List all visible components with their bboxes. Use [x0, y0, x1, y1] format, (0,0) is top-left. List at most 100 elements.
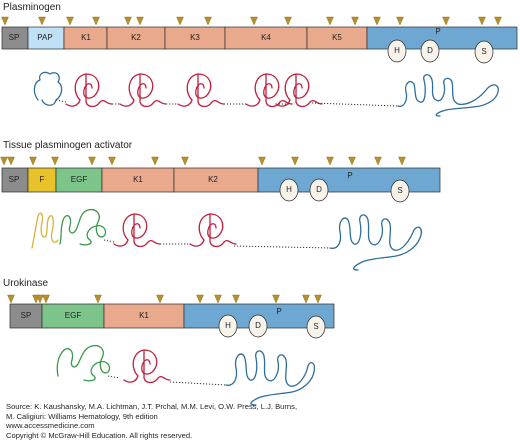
cleavage-marker-icon [326, 16, 334, 26]
kringle-loop [245, 73, 293, 108]
cleavage-marker-icon [204, 16, 212, 26]
catalytic-residue-s [474, 40, 494, 64]
catalytic-residue-d [248, 314, 268, 338]
domain-segment [173, 167, 259, 193]
cleavage-marker-icon [494, 16, 502, 26]
catalytic-label-h: H [286, 185, 292, 194]
catalytic-label-h: H [225, 321, 231, 330]
catalytic-label-h: H [394, 46, 400, 55]
cleavage-marker-icon [94, 294, 102, 304]
cleavage-marker-icon [42, 294, 50, 304]
cleavage-marker-icon [1, 16, 9, 26]
kringle-loop [119, 73, 167, 108]
domain-label-k2: K2 [131, 33, 141, 42]
linker-dots [169, 381, 227, 386]
domain-segment [103, 303, 185, 329]
finger-loop [31, 212, 59, 249]
linker-dots [311, 102, 399, 107]
cleavage-marker-icon [396, 16, 404, 26]
urokinase-panel: Urokinase SP EGF K1 P H D S [3, 278, 335, 406]
cleavage-marker-icon [156, 294, 164, 304]
kringle-loop [189, 213, 237, 248]
domain-segment [41, 303, 105, 329]
kringle-loops [65, 73, 323, 108]
linker-dots [103, 239, 115, 243]
cleavage-marker-icon [92, 16, 100, 26]
cleavage-marker-icon [442, 16, 450, 26]
domain-segment [1, 167, 29, 193]
cleavage-marker-icon [302, 294, 310, 304]
egf-loop [59, 208, 107, 246]
plasminogen-panel: Plasminogen SP PAP K1 K2 K3 K4 K5 P H D [1, 2, 518, 117]
tertiary-structure-loops [56, 344, 316, 406]
cleavage-marker-icon [214, 294, 222, 304]
domain-label-p: P [435, 27, 440, 36]
domain-label-p: P [347, 171, 352, 180]
tertiary-structure-loops [31, 208, 422, 271]
domain-label-k1: K1 [139, 311, 149, 320]
domain-label-egf: EGF [65, 311, 82, 320]
domain-label-sp: SP [9, 175, 20, 184]
cleavage-marker-icon [348, 156, 356, 166]
catalytic-label-d: D [255, 321, 261, 330]
linker-dots [107, 375, 121, 379]
cleavage-marker-icon [7, 156, 15, 166]
kringle-loop [275, 73, 323, 108]
domain-bar: SP F EGF K1 K2 P [1, 167, 441, 193]
catalytic-label-s: S [397, 186, 402, 195]
domain-label-sp: SP [21, 311, 32, 320]
cleavage-marker-icon [151, 156, 159, 166]
protease-loop [225, 350, 316, 406]
cleavage-marker-icon [374, 156, 382, 166]
domain-bar: SP PAP K1 K2 K3 K4 K5 P [1, 26, 518, 50]
domain-label-k5: K5 [332, 33, 342, 42]
cleavage-marker-icon [272, 294, 280, 304]
cleavage-marker-icon [373, 16, 381, 26]
catalytic-residues: H D S [279, 178, 410, 203]
kringle-loop [113, 213, 161, 248]
cleavage-marker-icon [181, 156, 189, 166]
catalytic-residue-d [420, 39, 440, 63]
domain-label-k1: K1 [81, 33, 91, 42]
domain-label-pap: PAP [37, 33, 52, 42]
domain-label-k3: K3 [190, 33, 200, 42]
cleavage-marker-icon [314, 294, 322, 304]
domain-label-egf: EGF [71, 175, 88, 184]
cleavage-markers [7, 294, 322, 304]
domain-segment [55, 167, 103, 193]
catalytic-residue-h [218, 314, 238, 338]
linker-dots [233, 245, 331, 249]
kringle-loops [113, 213, 237, 248]
protein-title: Urokinase [3, 278, 48, 289]
domain-segment [9, 303, 43, 329]
protease-loop [329, 214, 422, 271]
domain-label-p: P [276, 307, 281, 316]
domain-label-f: F [40, 175, 45, 184]
cleavage-marker-icon [108, 156, 116, 166]
tpa-panel: Tissue plasminogen activator SP F EGF K1… [0, 140, 441, 271]
kringle-loop [65, 73, 113, 108]
cleavage-marker-icon [232, 294, 240, 304]
catalytic-residues: H D S [218, 314, 326, 339]
domain-bar: SP EGF K1 P [9, 303, 335, 329]
egf-loop [56, 344, 111, 382]
catalytic-residue-s [390, 179, 410, 203]
cleavage-marker-icon [176, 16, 184, 26]
domain-label-sp: SP [9, 33, 20, 42]
catalytic-residue-h [387, 39, 407, 63]
protein-title: Tissue plasminogen activator [3, 140, 133, 151]
linker-dots [55, 99, 67, 103]
catalytic-label-d: D [427, 46, 433, 55]
pap-loop [33, 71, 63, 106]
catalytic-residues: H D S [387, 39, 494, 64]
catalytic-residue-h [279, 178, 299, 202]
cleavage-marker-icon [66, 16, 74, 26]
cleavage-marker-icon [136, 16, 144, 26]
citation-line: M. Caligiuri: Williams Hematology, 9th e… [6, 411, 158, 421]
catalytic-label-d: D [316, 185, 322, 194]
kringle-loop [177, 73, 225, 108]
cleavage-marker-icon [478, 16, 486, 26]
cleavage-marker-icon [88, 156, 96, 166]
tertiary-structure-loops [33, 71, 499, 117]
